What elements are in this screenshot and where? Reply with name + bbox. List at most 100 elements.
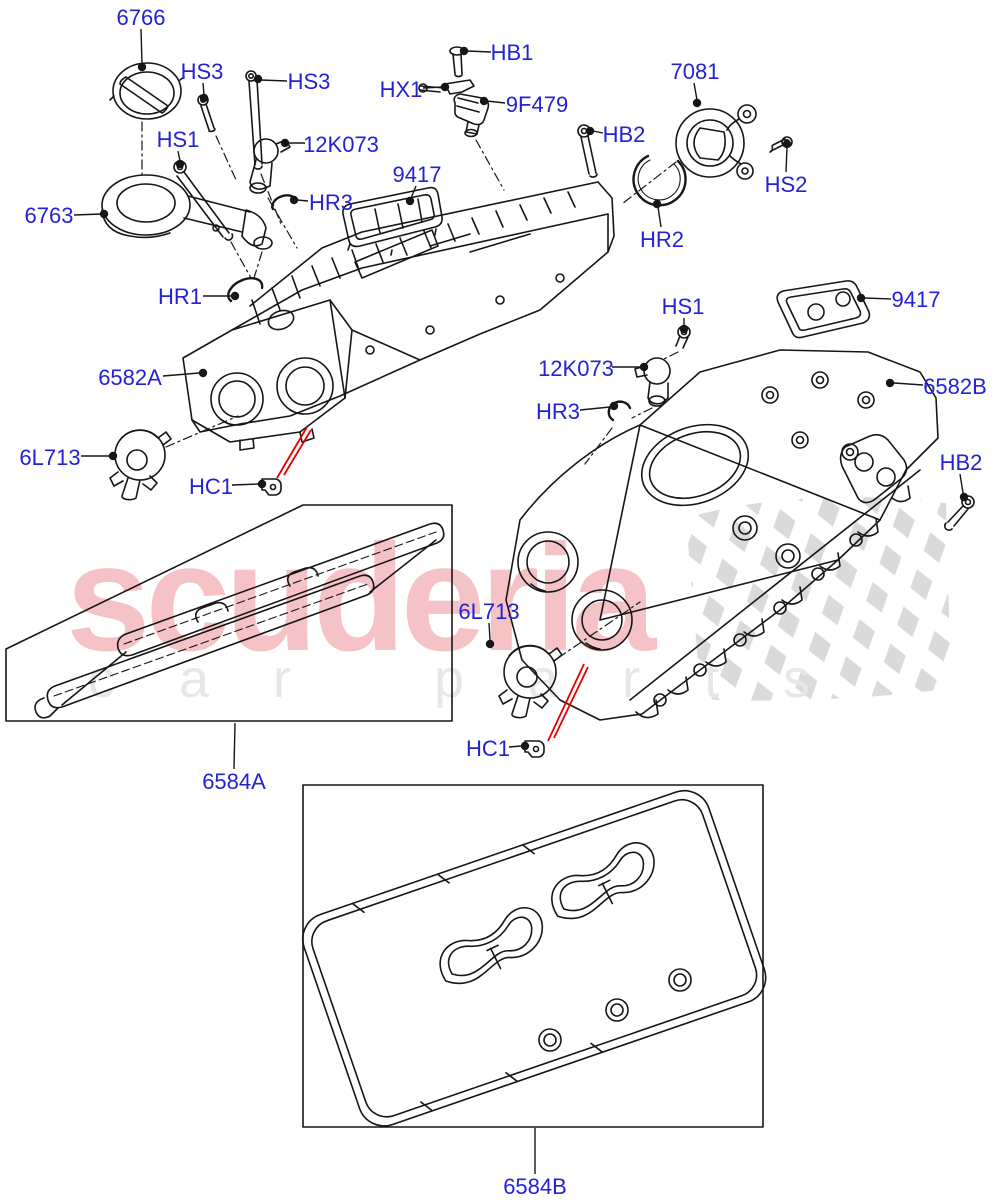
leader-dot-6766 (137, 62, 147, 72)
leader-dot-HS1-b (679, 324, 689, 334)
leader-line-6763 (73, 213, 102, 216)
part-label-HR1[interactable]: HR1 (158, 284, 202, 309)
leader-line-HB2-b (959, 473, 964, 494)
leader-line-HB1 (466, 50, 492, 53)
leader-lines (73, 28, 969, 1174)
leader-dot-9F479 (479, 96, 489, 106)
hr2-ring-inner (637, 159, 681, 201)
leader-dot-HS3-b (253, 74, 263, 84)
part-label-HB2-a[interactable]: HB2 (603, 122, 646, 147)
hs1-right-axis-dash (661, 351, 679, 361)
map-sensor-drawing (453, 93, 490, 138)
leader-line-7081 (693, 82, 698, 101)
part-label-HS3-b[interactable]: HS3 (288, 69, 331, 94)
leader-line-HS3-b (260, 79, 288, 82)
leader-dot-HC1-b (520, 741, 530, 751)
solenoid-right-axis-dash (557, 601, 641, 659)
part-label-12K073-b[interactable]: 12K073 (538, 356, 614, 381)
blank-plate-7081-drawing (675, 104, 757, 180)
part-label-6584B[interactable]: 6584B (503, 1174, 567, 1199)
leader-line-HS2 (785, 146, 788, 173)
part-label-HR2[interactable]: HR2 (640, 227, 684, 252)
hc1-clip-left-drawing (261, 478, 282, 496)
leader-line-HR2 (657, 206, 662, 228)
part-label-HR3-b[interactable]: HR3 (536, 399, 580, 424)
part-label-9417-b[interactable]: 9417 (892, 287, 941, 312)
part-label-9417-a[interactable]: 9417 (393, 162, 442, 187)
leader-line-9417-b (864, 297, 892, 300)
leader-line-6L713-b (488, 622, 491, 641)
cam-cover-left-drawing (182, 181, 615, 451)
part-label-HC1-a[interactable]: HC1 (189, 474, 233, 499)
leader-dot-HB2-b (959, 492, 969, 502)
checkered-flag-graphic (686, 497, 951, 701)
leader-line-HC1-a (231, 483, 259, 486)
leader-line-HS1-a (177, 150, 181, 162)
leader-dot-HB2-a (585, 126, 595, 136)
leader-dot-HS2 (782, 139, 792, 149)
part-label-7081[interactable]: 7081 (671, 59, 720, 84)
tube-axis-dash (253, 251, 263, 279)
kit-box-6584A (5, 504, 453, 722)
red-pointer-hc1-right-target (553, 666, 589, 739)
leader-line-HC1-b (508, 745, 522, 748)
leader-dot-HR2 (652, 199, 662, 209)
red-assembly-pointers (276, 426, 589, 742)
part-label-HB2-b[interactable]: HB2 (940, 450, 983, 475)
oil-filler-cap-drawing (109, 62, 185, 120)
leader-line-9417-a (410, 185, 417, 199)
leader-line-6582B (893, 382, 924, 386)
part-label-6L713-a[interactable]: 6L713 (19, 445, 80, 470)
part-label-HB1[interactable]: HB1 (491, 40, 534, 65)
leader-line-HS3-a (202, 82, 205, 96)
plate-axis-dash (621, 161, 677, 205)
artwork (5, 46, 975, 1128)
hr2-ring-drawing (632, 154, 687, 207)
leader-dot-HR1 (230, 291, 240, 301)
red-pointer-hc1-left-target (276, 426, 308, 479)
part-label-HX1[interactable]: HX1 (380, 77, 423, 102)
part-label-6584A[interactable]: 6584A (202, 769, 266, 794)
part-label-6582B[interactable]: 6582B (923, 374, 987, 399)
part-label-HC1-b[interactable]: HC1 (466, 736, 510, 761)
leader-line-HR3-a (296, 199, 309, 202)
leader-dot-HB1 (459, 46, 469, 56)
part-label-HS1-b[interactable]: HS1 (662, 294, 705, 319)
part-label-HS3-a[interactable]: HS3 (181, 59, 224, 84)
watermark-subword: car parts (88, 649, 874, 709)
part-label-6582A[interactable]: 6582A (98, 365, 162, 390)
part-label-HS1-a[interactable]: HS1 (157, 127, 200, 152)
map-sensor-axis-dash (475, 139, 505, 191)
cam-cover-right-drawing (505, 349, 939, 721)
part-label-9F479[interactable]: 9F479 (506, 92, 568, 117)
leader-dot-HR3-a (289, 195, 299, 205)
hs3-left-axis-dash (215, 135, 238, 183)
camshaft-sensor-left-drawing (249, 138, 291, 194)
leader-line-6582A (162, 372, 200, 377)
solenoid-left-axis-dash (165, 415, 239, 448)
leader-dot-6582B (885, 378, 895, 388)
leader-dot-9417-a (405, 196, 415, 206)
leader-line-HR3-b (579, 406, 611, 411)
part-label-6763[interactable]: 6763 (25, 203, 74, 228)
sensor-right-axis-dash (631, 407, 653, 419)
leader-line-HB2-a (592, 130, 604, 134)
leader-dot-6763 (99, 209, 109, 219)
part-label-6L713-b[interactable]: 6L713 (458, 599, 519, 624)
part-label-12K073-a[interactable]: 12K073 (303, 132, 379, 157)
gasket-set-6584A-drawing (34, 522, 445, 719)
leader-dot-7081 (692, 98, 702, 108)
leader-line-9F479 (486, 100, 506, 104)
hb2-bolt-right-drawing (943, 495, 975, 532)
leader-line-6766 (140, 28, 143, 65)
leader-dot-12K073-b (639, 362, 649, 372)
grommet-plate-left-drawing (342, 186, 443, 256)
oil-filler-tube-drawing (101, 174, 273, 250)
part-label-HR3-a[interactable]: HR3 (309, 190, 353, 215)
part-label-6766[interactable]: 6766 (117, 5, 166, 30)
part-label-HS2[interactable]: HS2 (765, 172, 808, 197)
red-pointer-hc1-left-target (283, 429, 312, 476)
hc1-clip-right-drawing (524, 740, 545, 758)
